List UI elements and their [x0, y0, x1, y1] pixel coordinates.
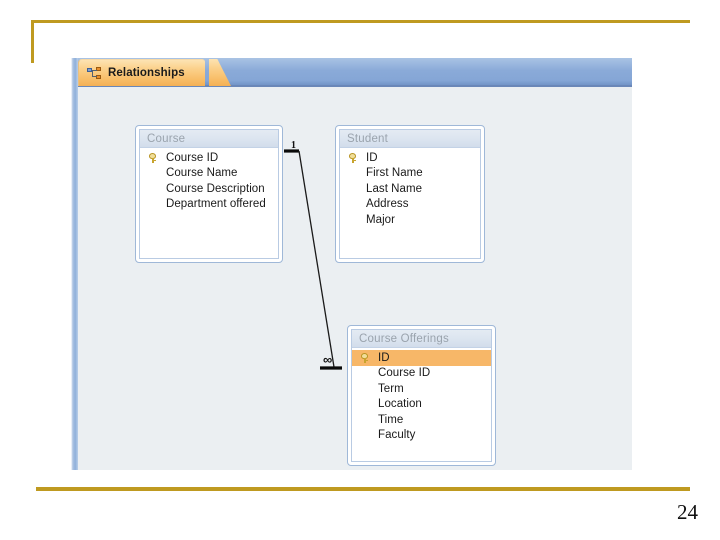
- field-name: Location: [378, 398, 422, 411]
- field-name: Course ID: [166, 151, 219, 164]
- relationships-icon: [87, 66, 102, 80]
- field-list-course: Course ID Course Name Course Description…: [140, 148, 278, 212]
- window-left-edge: [71, 58, 78, 470]
- table-box-student[interactable]: Student ID First Name La: [335, 125, 485, 263]
- table-title: Student: [347, 132, 389, 145]
- slide-bottom-rule: [36, 487, 690, 491]
- page-number: 24: [677, 500, 698, 524]
- primary-key-icon: [360, 352, 378, 363]
- table-header-course[interactable]: Course: [140, 130, 278, 148]
- field-row[interactable]: Course ID: [140, 150, 278, 166]
- table-header-student[interactable]: Student: [340, 130, 480, 148]
- access-relationships-window: Relationships 1 ∞ Course Cou: [71, 58, 632, 470]
- field-name: Course Description: [166, 182, 265, 195]
- table-header-course-offerings[interactable]: Course Offerings: [352, 330, 491, 348]
- field-row[interactable]: Faculty: [352, 428, 491, 444]
- field-name: Course Name: [166, 167, 238, 180]
- primary-key-icon: [148, 152, 166, 163]
- field-name: Term: [378, 382, 404, 395]
- field-row-selected[interactable]: ID: [352, 350, 491, 366]
- field-name: First Name: [366, 167, 423, 180]
- field-name: Major: [366, 213, 396, 226]
- table-box-course-offerings[interactable]: Course Offerings ID Course ID: [347, 325, 496, 466]
- relationships-canvas[interactable]: 1 ∞ Course Course ID Course Na: [78, 87, 632, 470]
- tab-strip-divider: [78, 85, 632, 87]
- tab-relationships[interactable]: Relationships: [78, 59, 205, 86]
- table-title: Course: [147, 132, 186, 145]
- field-row[interactable]: Term: [352, 381, 491, 397]
- field-name: Course ID: [378, 367, 431, 380]
- field-row[interactable]: Course Name: [140, 166, 278, 182]
- field-name: Address: [366, 198, 409, 211]
- field-row[interactable]: Department offered: [140, 197, 278, 213]
- field-list-student: ID First Name Last Name Address: [340, 148, 480, 228]
- field-row[interactable]: Major: [340, 212, 480, 228]
- field-row[interactable]: Course ID: [352, 366, 491, 382]
- field-row[interactable]: Time: [352, 412, 491, 428]
- primary-key-icon: [348, 152, 366, 163]
- cardinality-one-label: 1: [291, 140, 296, 151]
- field-name: ID: [378, 351, 390, 364]
- slide-top-rule: [31, 20, 690, 23]
- field-row[interactable]: Course Description: [140, 181, 278, 197]
- slide-left-rule: [31, 20, 34, 63]
- field-name: Department offered: [166, 198, 266, 211]
- field-name: Faculty: [378, 429, 416, 442]
- field-name: Last Name: [366, 182, 423, 195]
- field-row[interactable]: Last Name: [340, 181, 480, 197]
- table-box-course[interactable]: Course Course ID Course Name: [135, 125, 283, 263]
- field-row[interactable]: First Name: [340, 166, 480, 182]
- field-row[interactable]: Address: [340, 197, 480, 213]
- field-name: Time: [378, 413, 404, 426]
- cardinality-many-label: ∞: [323, 352, 333, 367]
- tab-label: Relationships: [108, 67, 185, 79]
- field-list-course-offerings: ID Course ID Term Location: [352, 348, 491, 443]
- field-row[interactable]: ID: [340, 150, 480, 166]
- table-title: Course Offerings: [359, 332, 449, 345]
- field-row[interactable]: Location: [352, 397, 491, 413]
- field-name: ID: [366, 151, 378, 164]
